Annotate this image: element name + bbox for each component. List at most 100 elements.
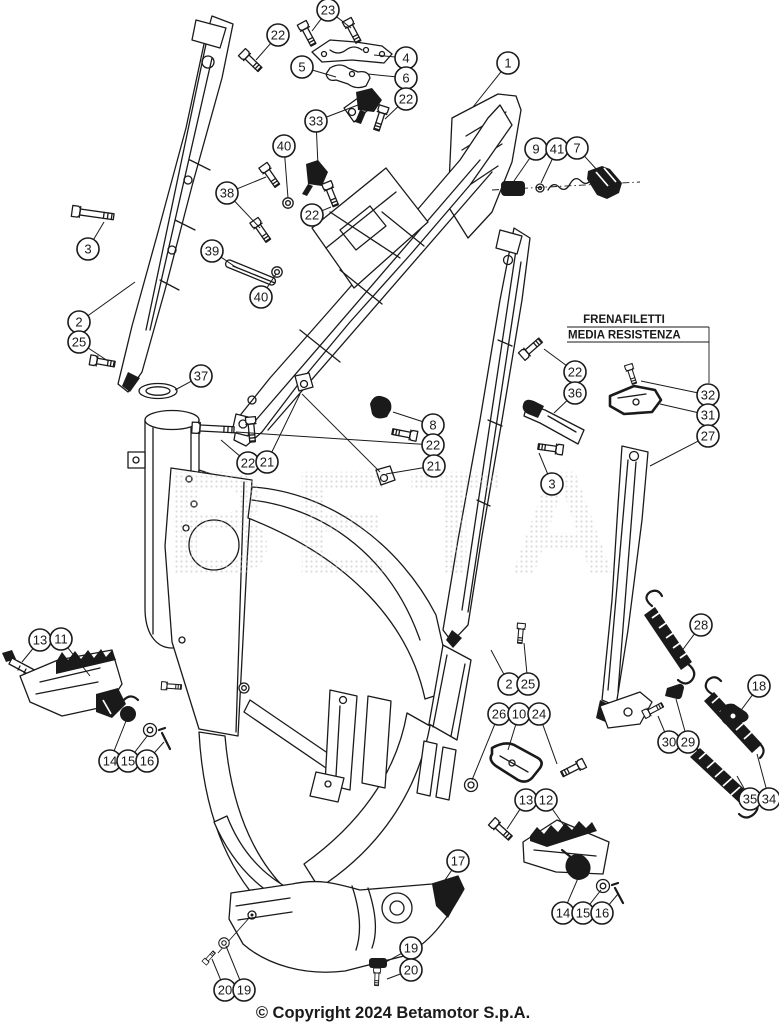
callout-number: 21 [427,459,441,474]
watermark-text: BETA [165,439,634,607]
callout-number: 30 [662,735,676,750]
callout-circle [446,849,470,873]
leader-line [316,131,319,167]
callout-circle [676,730,700,754]
callout-number: 12 [539,793,553,808]
leader-line [237,176,267,190]
callout-9: 9 [513,137,548,182]
callout-number: 27 [701,429,715,444]
leader-line [738,694,753,714]
grommet-and-nuts [294,372,396,486]
copyright-text: © Copyright 2024 Betamotor S.p.A. [256,1004,530,1022]
leader-line [266,273,277,289]
note-subtitle: MEDIA RESISTENZA [568,330,681,342]
leader-line [284,156,289,199]
leader-line [543,348,567,366]
spacer-rod [225,259,276,286]
callout-circle [266,23,290,47]
callout-27: 27 [649,424,720,467]
callout-22: 22 [235,431,445,457]
callout-circle [747,674,771,698]
callout-number: 28 [694,618,708,633]
callout-circle [696,424,720,448]
callout-22: 22 [255,23,290,61]
callout-number: 16 [140,754,154,769]
callout-21: 21 [255,393,301,474]
leader-line [538,452,549,475]
leader-line [756,753,767,789]
callout-number: 22 [241,456,255,471]
callout-number: 23 [321,3,335,18]
callout-number: 5 [298,60,305,75]
callout-12: 12 [534,788,566,828]
skid-plate-fasteners [201,937,387,987]
callout-number: 1 [504,56,511,71]
leader-line [311,18,322,32]
callout-circle [540,472,564,496]
bolt-part [341,16,364,45]
bolt-part [487,816,515,843]
callout-circle [67,330,91,354]
note-box-lines [567,326,710,383]
callout-number: 26 [492,707,506,722]
callout-26: 26 [471,702,511,781]
callout-circle [422,454,446,478]
leader-line [367,73,396,78]
leader-line [235,431,423,445]
callout-circle [565,136,589,160]
washer-part [142,722,158,738]
callout-number: 11 [54,632,68,647]
bolt-part [296,19,319,48]
callout-number: 38 [220,186,234,201]
callout-number: 34 [762,792,776,807]
screw-part [201,949,217,966]
callout-33: 33 [304,104,359,167]
leader-line [87,281,136,317]
callout-number: 29 [681,735,695,750]
leader-line [93,221,105,240]
leader-line [312,69,337,78]
leader-line [542,724,558,765]
leader-line [153,741,165,754]
nut-part [271,266,283,278]
side-panel-left [117,15,234,393]
callout-34: 34 [756,753,779,811]
callout-number: 3 [84,242,91,257]
callout-25: 25 [67,330,109,362]
leader-line [551,808,566,828]
leader-line [21,648,34,663]
leader-line [271,393,301,453]
callout-number: 13 [33,633,47,648]
callout-number: 40 [254,290,268,305]
callout-circle [399,958,423,982]
callout-number: 6 [402,71,409,86]
leader-line [566,875,580,904]
callout-19: 19 [225,945,256,1002]
leader-line [649,440,699,467]
callout-number: 20 [404,963,418,978]
callout-circle [215,181,239,205]
footpeg-right [487,816,625,905]
leader-line [736,775,746,790]
leader-line [211,958,222,981]
leader-line [680,633,695,653]
leader-line [384,106,399,120]
callout-29: 29 [675,698,700,754]
pin-part [623,362,639,386]
callout-number: 39 [205,244,219,259]
callout-25: 25 [516,642,540,696]
callout-35: 35 [736,775,762,811]
callout-20: 20 [211,958,237,1002]
leader-line [336,16,352,29]
leader-line [608,893,619,905]
callout-3: 3 [538,452,564,496]
callout-8: 8 [392,411,445,437]
callout-circle [272,134,296,158]
leader-line [385,467,424,475]
callout-3: 3 [76,221,105,261]
leader-line [435,869,453,894]
callout-14: 14 [551,875,580,925]
callout-18: 18 [738,674,771,714]
